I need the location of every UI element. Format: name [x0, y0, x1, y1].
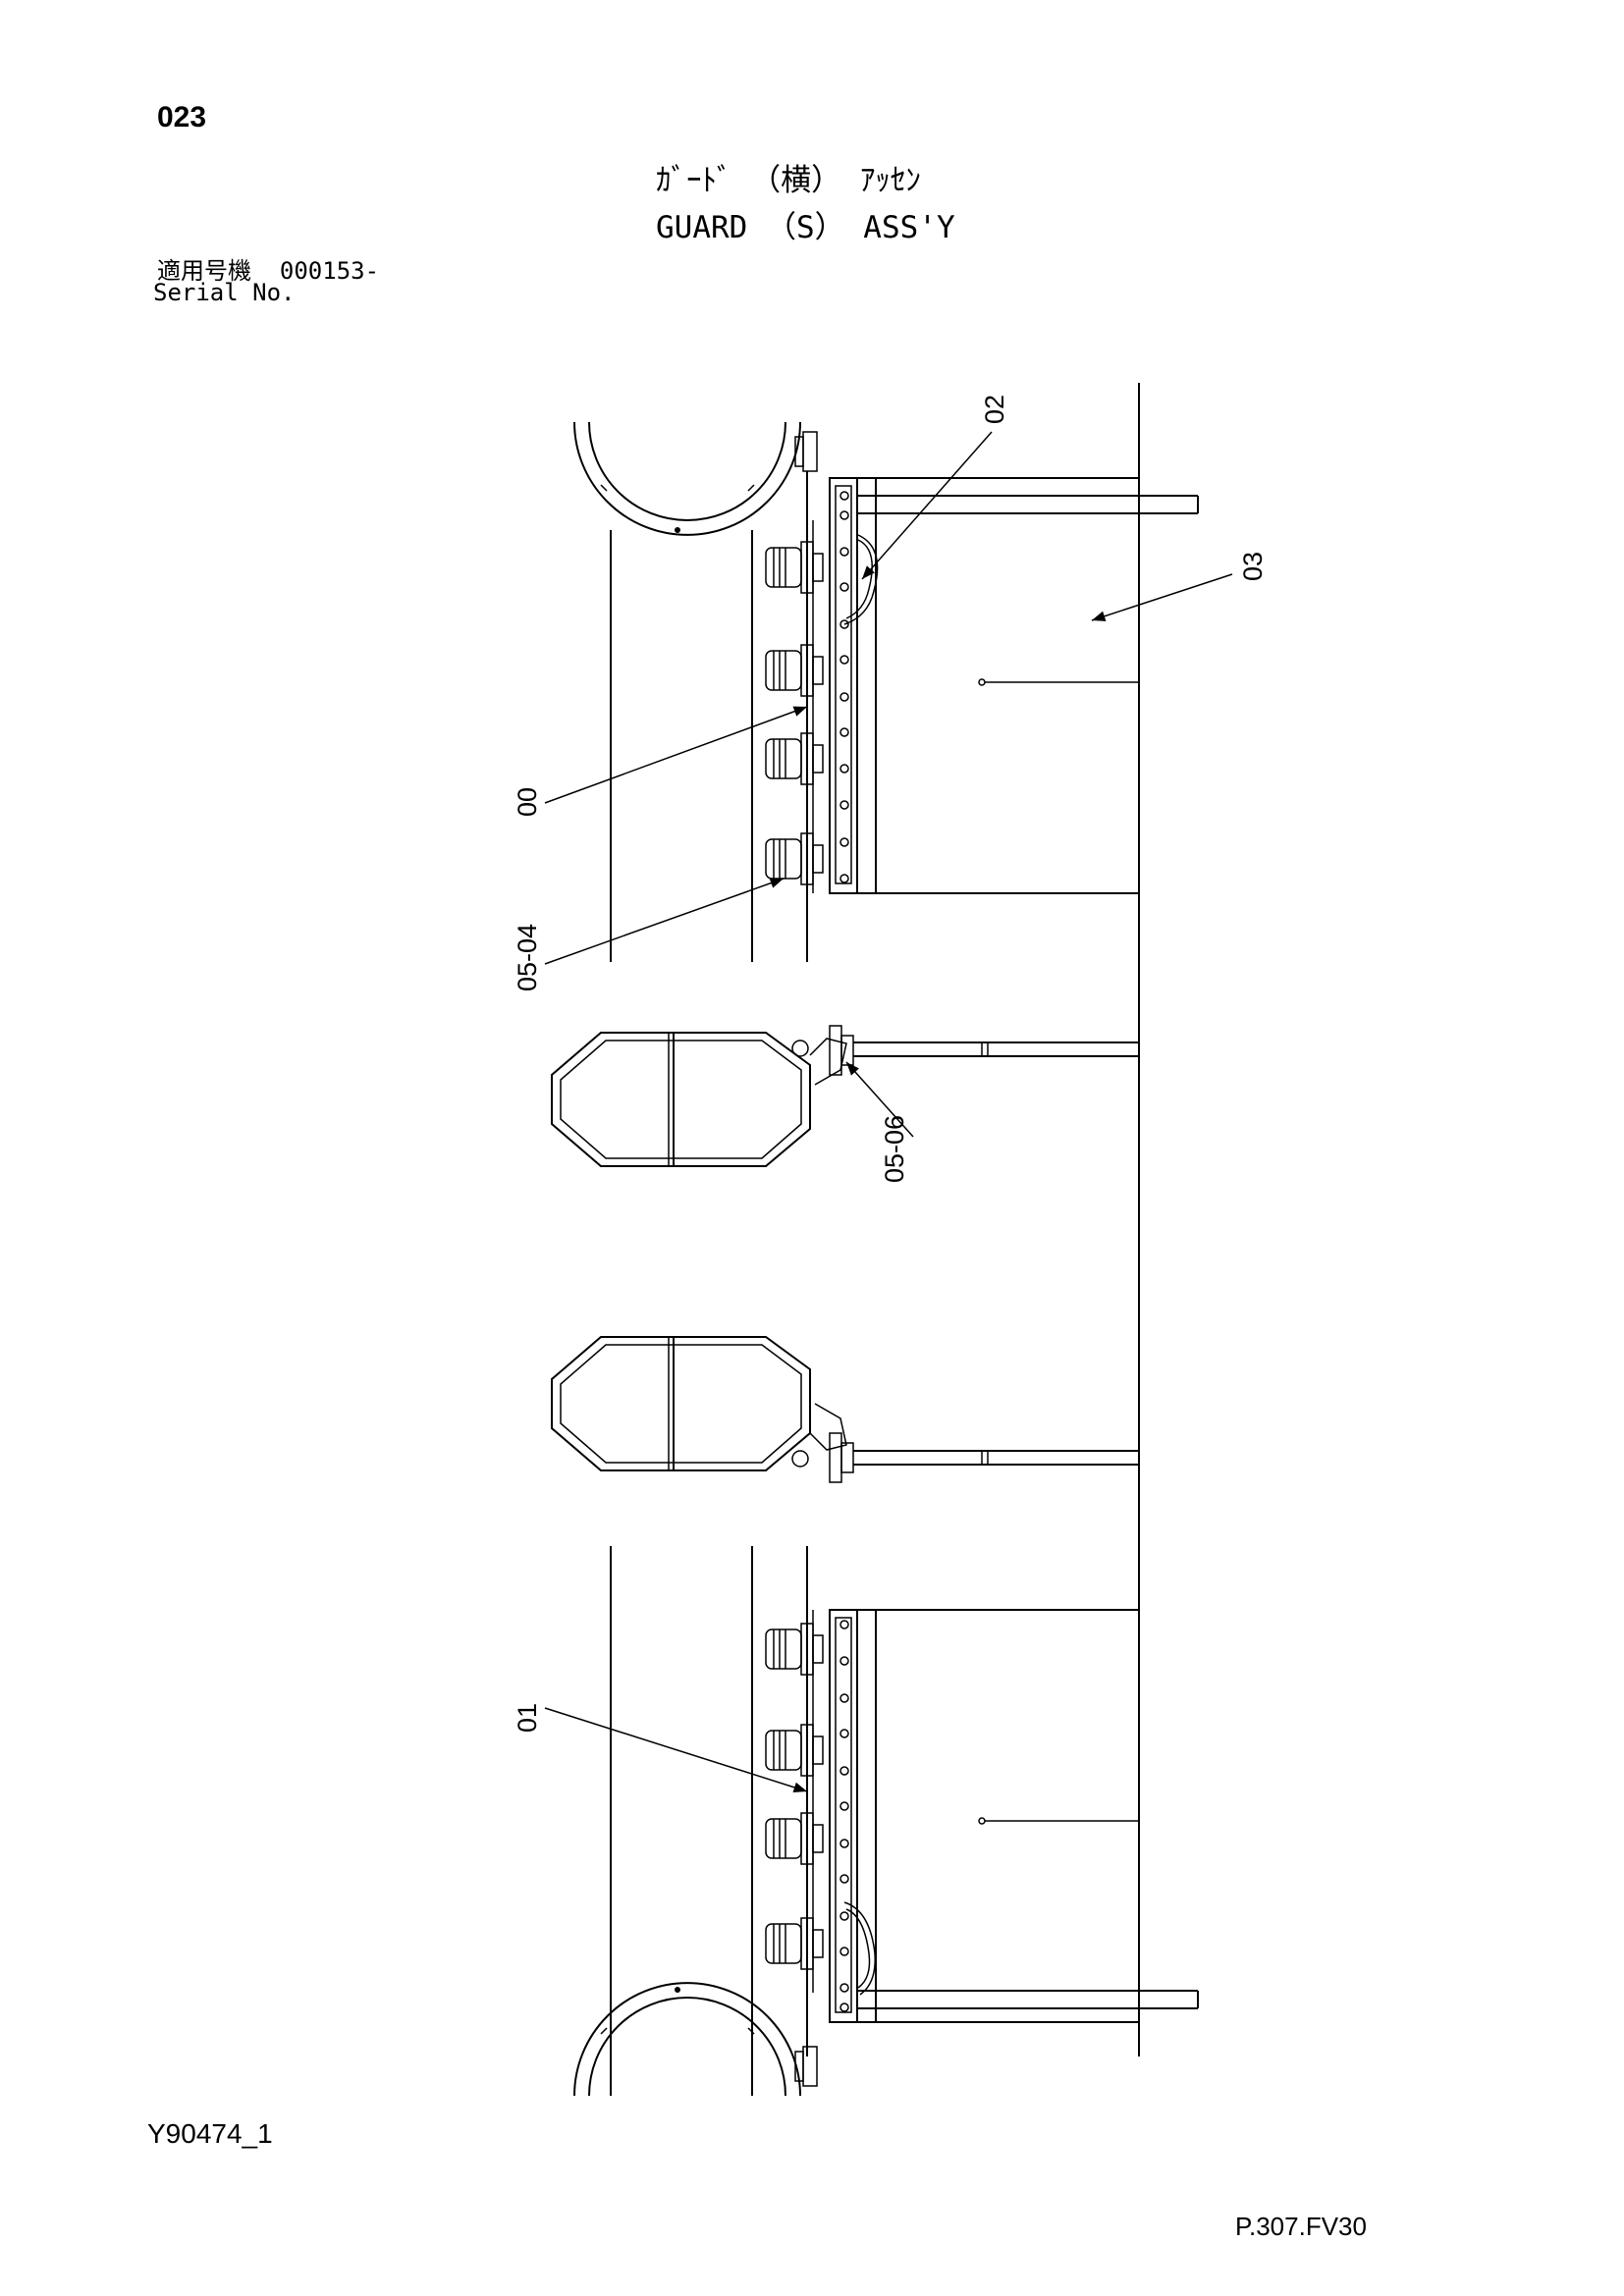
callout-01: 01 [513, 1703, 808, 1793]
callout-05-06: 05-06 [845, 1061, 914, 1183]
callout-label-00: 00 [513, 787, 542, 817]
drawing-id: Y90474_1 [147, 2118, 273, 2149]
title-japanese: ｶﾞｰﾄﾞ （横） ｱｯｾﾝ [656, 163, 921, 198]
callout-label-02: 02 [980, 395, 1009, 424]
callout-label-05-06: 05-06 [880, 1115, 909, 1183]
callout-label-05-04: 05-04 [513, 924, 542, 991]
upper-lamp-assembly [551, 1025, 1139, 1167]
serial-label-english: Serial No. [153, 279, 296, 306]
bottom-guard-assembly [573, 1546, 1199, 2097]
callout-00: 00 [513, 706, 808, 817]
serial-range-label: 適用号機 000153- [157, 251, 379, 286]
callout-label-01: 01 [513, 1703, 542, 1733]
top-bolt-row [839, 491, 849, 883]
serial-value: 000153- [279, 257, 380, 285]
callout-label-03: 03 [1238, 552, 1268, 581]
callout-05-04: 05-04 [513, 878, 785, 991]
callout-02: 02 [861, 395, 1009, 580]
title-english: GUARD （S） ASS'Y [656, 210, 955, 245]
page-number: 023 [157, 101, 207, 133]
bottom-bolt-row [839, 1620, 849, 2012]
top-guard-assembly [573, 421, 1199, 962]
serial-label-japanese: 適用号機 [157, 257, 251, 285]
callout-03: 03 [1091, 552, 1268, 621]
lower-lamp-assembly [551, 1336, 1139, 1483]
page-reference: P.307.FV30 [1235, 2212, 1367, 2241]
